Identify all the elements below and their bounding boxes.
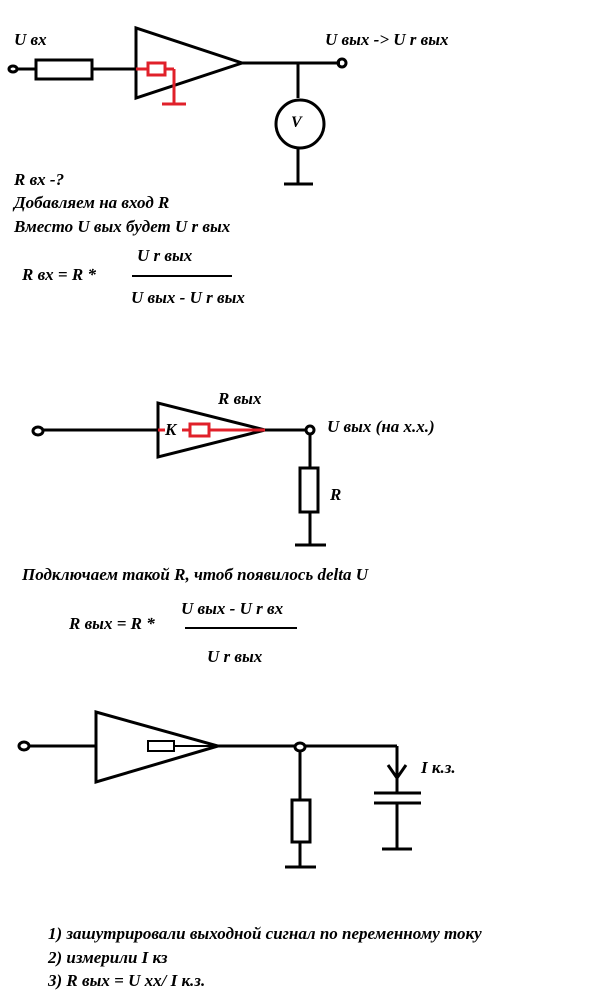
- input-impedance-resistor: [146, 61, 167, 77]
- formula1-denominator: U вых - U r вых: [131, 288, 245, 307]
- input-terminal-2: [31, 425, 45, 437]
- voltmeter-label: V: [291, 114, 302, 131]
- output-impedance-model: [158, 422, 265, 438]
- load-resistor: [298, 466, 320, 514]
- circuit-1: [7, 25, 348, 186]
- input-voltage-label: U вх: [14, 30, 47, 49]
- formula2-denominator: U r вых: [207, 647, 263, 666]
- text-line-1: R вх -?: [14, 170, 65, 189]
- circuit-3: [17, 710, 421, 869]
- amplifier-3: [94, 710, 224, 785]
- amp-internal-resistor: [147, 740, 175, 752]
- step-3: 3) R вых = U хх/ I к.з.: [48, 971, 206, 990]
- input-resistor-1: [34, 58, 94, 81]
- load-resistor-label: R: [330, 485, 342, 504]
- formula1-lhs: R вх = R *: [22, 265, 96, 284]
- output-voltage-label-2: U вых (на х.х.): [327, 417, 435, 436]
- k-label: K: [165, 420, 177, 439]
- circuit-2: [31, 401, 326, 547]
- output-terminal-1: [336, 57, 348, 69]
- input-terminal-3: [17, 740, 31, 752]
- current-arrow-icon: [386, 764, 408, 781]
- output-node-3: [293, 741, 307, 753]
- formula2-lhs: R вых = R *: [69, 614, 155, 633]
- output-impedance-resistor: [188, 422, 211, 438]
- rout-label: R вых: [218, 389, 262, 408]
- voltmeter: [274, 98, 326, 150]
- text-line-2: Добавляем на вход R: [14, 193, 170, 212]
- formula1-numerator: U r вых: [137, 246, 193, 265]
- short-circuit-current-label: I к.з.: [421, 758, 456, 777]
- input-terminal-1: [7, 64, 19, 74]
- formula2-numerator: U вых - U r вх: [181, 599, 284, 618]
- step-1: 1) зашутрировали выходной сигнал по пере…: [48, 924, 482, 943]
- load-resistor-3: [290, 798, 312, 844]
- input-impedance-model: [136, 61, 186, 106]
- amplifier-1: [134, 25, 247, 101]
- step-2: 2) измерили I кз: [48, 948, 168, 967]
- output-terminal-2: [304, 424, 316, 436]
- statement-text: Подключаем такой R, чтоб появилось delta…: [22, 565, 368, 584]
- output-voltage-label: U вых -> U r вых: [325, 30, 449, 49]
- text-line-3: Вместо U вых будет U r вых: [14, 217, 231, 236]
